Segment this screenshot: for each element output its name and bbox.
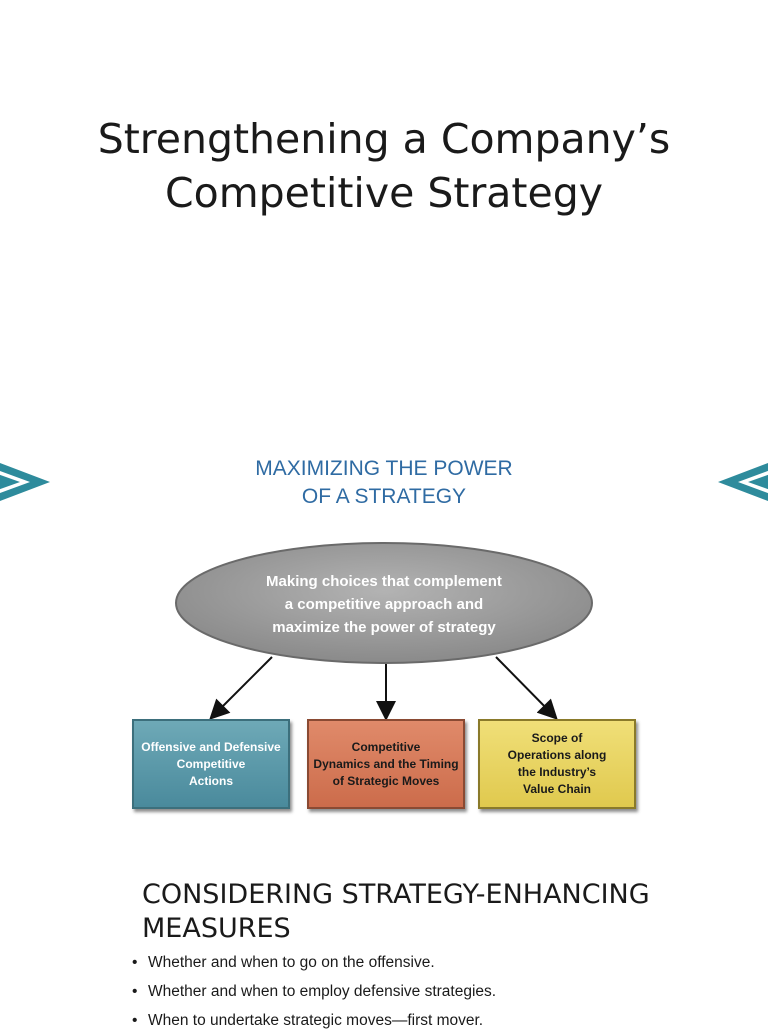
diagram-heading: MAXIMIZING THE POWER OF A STRATEGY	[0, 455, 768, 511]
list-item: Whether and when to employ defensive str…	[130, 977, 496, 1006]
list-item: Whether and when to go on the offensive.	[130, 948, 496, 977]
box-scope-of-operations: Scope of Operations along the Industry’s…	[478, 719, 636, 809]
box3-line-2: Operations along	[507, 748, 607, 762]
box3-line-4: Value Chain	[522, 782, 592, 796]
measures-heading-line-1: CONSIDERING STRATEGY-ENHANCING	[142, 879, 650, 910]
slide-title: Strengthening a Company’s Competitive St…	[0, 112, 768, 220]
box-competitive-dynamics: Competitive Dynamics and the Timing of S…	[307, 719, 465, 809]
center-ellipse-label: Making choices that complement a competi…	[230, 570, 538, 639]
diagram-heading-line-1: MAXIMIZING THE POWER	[255, 457, 513, 480]
center-ellipse	[175, 542, 593, 664]
box3-line-1: Scope of	[531, 731, 583, 745]
measures-heading-line-2: MEASURES	[142, 913, 291, 944]
chevron-right-icon	[0, 463, 50, 501]
chevron-left-icon	[718, 463, 768, 501]
center-line-3: maximize the power of strategy	[272, 619, 496, 636]
box2-line-1: Competitive	[351, 739, 421, 754]
center-line-2: a competitive approach and	[284, 596, 484, 613]
box2-line-2: Dynamics and the Timing	[313, 756, 459, 771]
arrow-left	[209, 656, 273, 720]
title-line-1: Strengthening a Company’s	[97, 115, 671, 163]
box1-line-3: Actions	[188, 773, 233, 788]
box1-line-1: Offensive and Defensive	[141, 739, 281, 754]
title-line-2: Competitive Strategy	[164, 169, 604, 217]
measures-list: Whether and when to go on the offensive.…	[130, 948, 496, 1035]
box1-line-2: Competitive	[176, 756, 246, 771]
box3-line-3: the Industry’s	[517, 765, 597, 779]
center-line-1: Making choices that complement	[266, 573, 502, 590]
arrow-right	[495, 656, 558, 720]
list-item: When to undertake strategic moves—first …	[130, 1006, 496, 1035]
measures-heading: CONSIDERING STRATEGY-ENHANCING MEASURES	[142, 878, 650, 946]
box2-line-3: of Strategic Moves	[332, 773, 440, 788]
diagram-heading-line-2: OF A STRATEGY	[301, 485, 467, 508]
box-offensive-defensive: Offensive and Defensive Competitive Acti…	[132, 719, 290, 809]
